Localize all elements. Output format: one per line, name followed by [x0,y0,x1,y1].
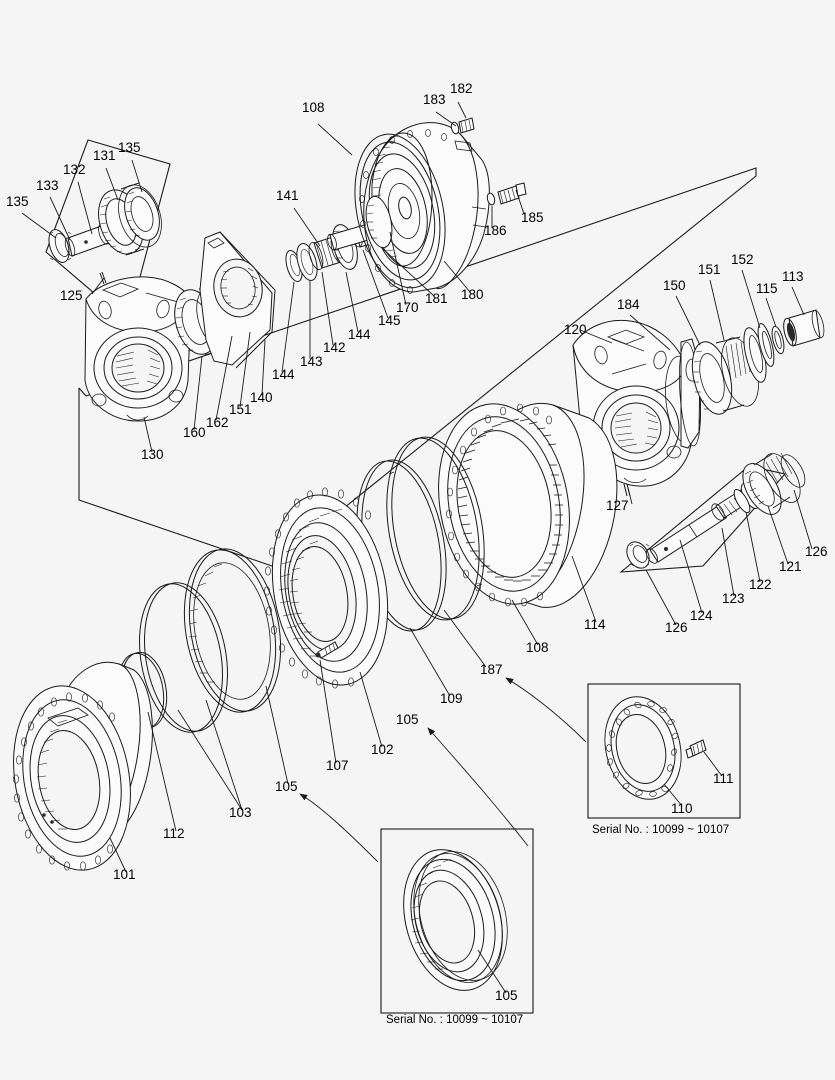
callout-126: 126 [665,620,688,635]
arrow-105-right [427,727,529,847]
callout-122: 122 [749,577,772,592]
callout-109: 109 [440,691,463,706]
part-111-bolt [685,739,707,759]
callout-183: 183 [423,92,446,107]
callout-143: 143 [300,354,323,369]
callout-185: 185 [521,210,544,225]
callout-127: 127 [606,498,629,513]
part-140-carrier-plate [199,231,276,369]
callout-142: 142 [323,340,346,355]
part-186-washer [486,192,496,206]
callout-186: 186 [484,223,507,238]
part-114-ring-gear-housing [438,403,618,608]
callout-151: 151 [698,262,721,277]
callout-105: 105 [495,988,518,1003]
callout-151: 151 [229,402,252,417]
callout-162: 162 [206,415,229,430]
callout-182: 182 [450,81,473,96]
part-183-washer [450,121,460,135]
callout-141: 141 [276,188,299,203]
part-135-right [124,187,160,241]
part-102-bearing [264,487,389,689]
part-182-bolt [458,117,475,134]
callout-150: 150 [663,278,686,293]
group-box-shaft-right [619,465,787,573]
part-124-shaft [646,505,727,564]
callout-102: 102 [371,742,394,757]
callout-101: 101 [113,867,136,882]
callout-105: 105 [275,779,298,794]
arrow-105-left [299,793,379,863]
callout-184: 184 [617,297,640,312]
callout-130: 130 [141,447,164,462]
part-125-pin [99,271,107,285]
callout-144: 144 [272,367,295,382]
callout-133: 133 [36,178,59,193]
callout-181: 181 [425,291,448,306]
callout-131: 131 [93,148,116,163]
callout-132: 132 [63,162,86,177]
part-181-ring-gear [365,132,433,267]
callout-135: 135 [118,140,141,155]
part-180-housing [354,122,490,294]
inset-105-caption: Serial No. : 10099 ~ 10107 [386,1014,523,1026]
callout-120: 120 [564,322,587,337]
arrow-187 [505,677,587,743]
part-103-seal-outer [183,548,282,713]
inset-105-box [380,828,534,1014]
callout-110: 110 [671,801,693,816]
part-101-hub [13,661,153,871]
callout-124: 124 [690,608,713,623]
callout-152: 152 [731,252,754,267]
part-110-ring [604,696,682,800]
inset-110-caption: Serial No. : 10099 ~ 10107 [592,824,729,836]
part-126-left-cap [626,541,650,569]
callout-140: 140 [250,390,273,405]
part-group-input-shaft [48,182,162,285]
callout-115: 115 [756,281,778,296]
part-150-gear [691,336,759,415]
part-152-washer [757,323,775,367]
callout-170: 170 [396,300,419,315]
callout-108: 108 [302,100,325,115]
callout-135: 135 [6,194,29,209]
callout-113: 113 [782,269,804,284]
part-108-ring [386,436,485,621]
callout-160: 160 [183,425,206,440]
callout-121: 121 [779,559,802,574]
callout-105: 105 [396,712,419,727]
callout-126: 126 [805,544,828,559]
part-135-left [48,229,72,263]
part-130-carrier [84,276,192,422]
callout-labels: 1351331321311351251301601621511401441431… [6,81,828,1003]
callout-114: 114 [584,617,606,632]
callout-187: 187 [480,662,503,677]
part-121-gear [742,452,801,515]
callout-145: 145 [378,313,401,328]
part-113-bushing [783,309,825,347]
part-151-bearing-right [743,327,767,383]
part-103-seal-inner [139,582,228,733]
part-126-right-cap [780,454,806,488]
callout-103: 103 [229,805,252,820]
callout-144: 144 [348,327,371,342]
inset-110-box [587,683,741,819]
callout-108: 108 [526,640,549,655]
group-box-main-assembly [78,167,757,567]
part-107-grease-nipple [315,641,339,659]
part-115-oring [771,325,785,355]
callout-125: 125 [60,288,83,303]
part-group-output-shaft [626,452,806,569]
callout-123: 123 [722,591,745,606]
part-143-bearing [296,243,318,281]
callout-180: 180 [461,287,484,302]
callout-112: 112 [163,826,185,841]
callout-107: 107 [326,758,349,773]
part-105-bearing [403,849,508,991]
callout-111: 111 [713,771,734,786]
leader-lines [21,101,813,994]
